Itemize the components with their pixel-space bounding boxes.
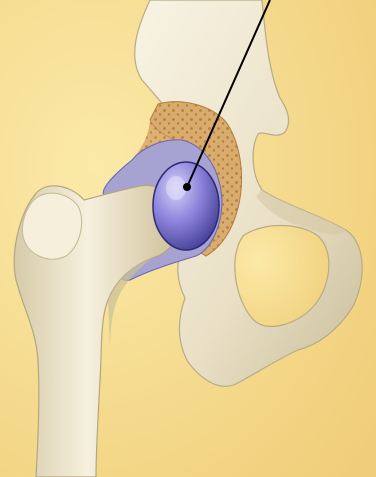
leader-line-dot — [183, 183, 191, 191]
femoral-head-highlight — [166, 176, 186, 200]
femoral-head-cartilage — [153, 162, 219, 250]
greater-trochanter — [22, 193, 81, 259]
